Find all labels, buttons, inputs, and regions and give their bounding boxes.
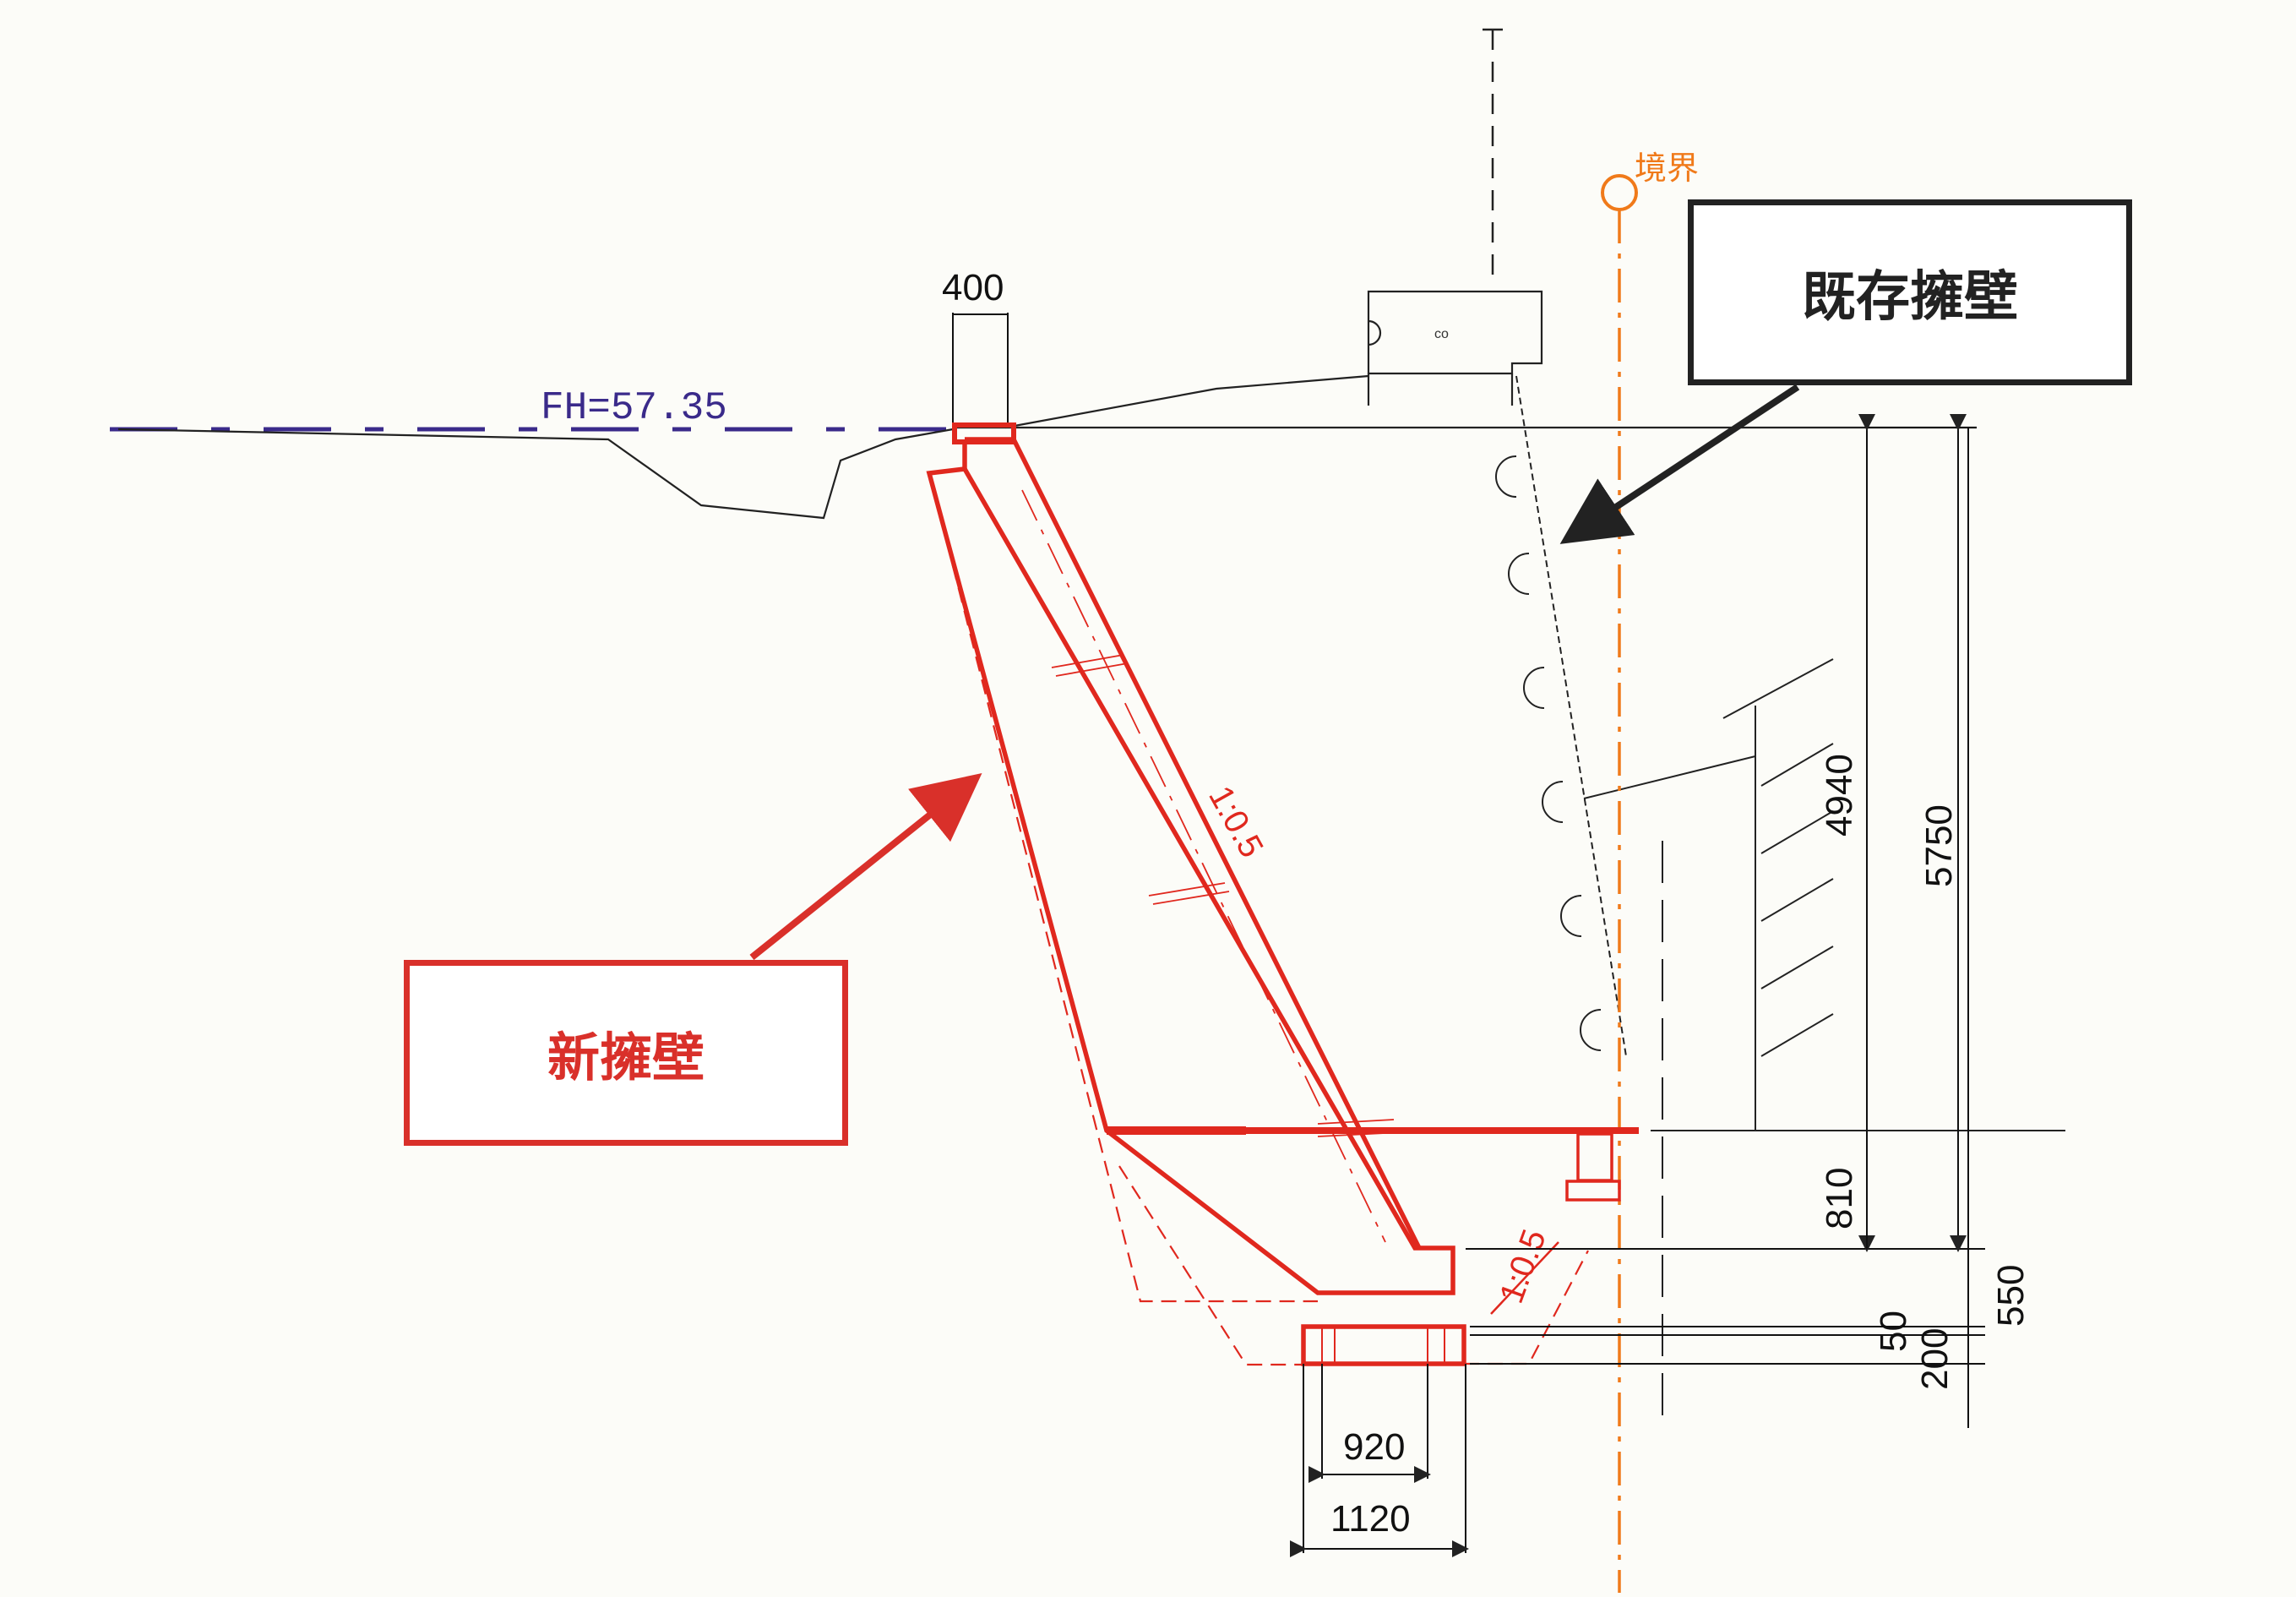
dim-4940: 4940 [1819,754,1860,837]
dim-1120: 1120 [1330,1498,1411,1540]
dim-810: 810 [1819,1168,1860,1229]
fh-label: FH=57.35 [541,386,727,430]
new-wall-arrow [749,773,982,961]
dim-920: 920 [1343,1426,1405,1468]
existing-wall-arrow [1559,384,1800,544]
dim-5750: 5750 [1918,804,1960,887]
center-line [1483,28,1503,283]
top-width-dimension [952,313,1009,422]
dim-400: 400 [942,267,1004,308]
dim-50: 50 [1873,1311,1914,1352]
ground-profile [117,374,1977,520]
existing-retaining-wall [1495,375,2065,1420]
slope-label-upper: 1:0.5 [1201,780,1270,864]
co-mark: co [1434,327,1449,341]
slope-label-lower: 1:0.5 [1493,1224,1553,1308]
right-dimensions [1466,414,1985,1428]
existing-fence-block: co [1367,290,1543,406]
dim-200: 200 [1914,1328,1956,1390]
new-wall-label: 新擁壁 [547,1027,705,1088]
fh-line: FH=57.35 [110,386,955,432]
bottom-dimensions [1290,1364,1469,1557]
boundary-label: 境界 [1635,151,1699,187]
boundary-line: 境界 [1601,151,1699,1593]
dim-550: 550 [1990,1265,2032,1327]
existing-wall-callout: 既存擁壁 [1688,199,2132,385]
existing-wall-label: 既存擁壁 [1802,266,2018,329]
new-retaining-wall: 1:0.5 1:0.5 [926,422,1639,1366]
new-wall-callout: 新擁壁 [404,960,848,1146]
